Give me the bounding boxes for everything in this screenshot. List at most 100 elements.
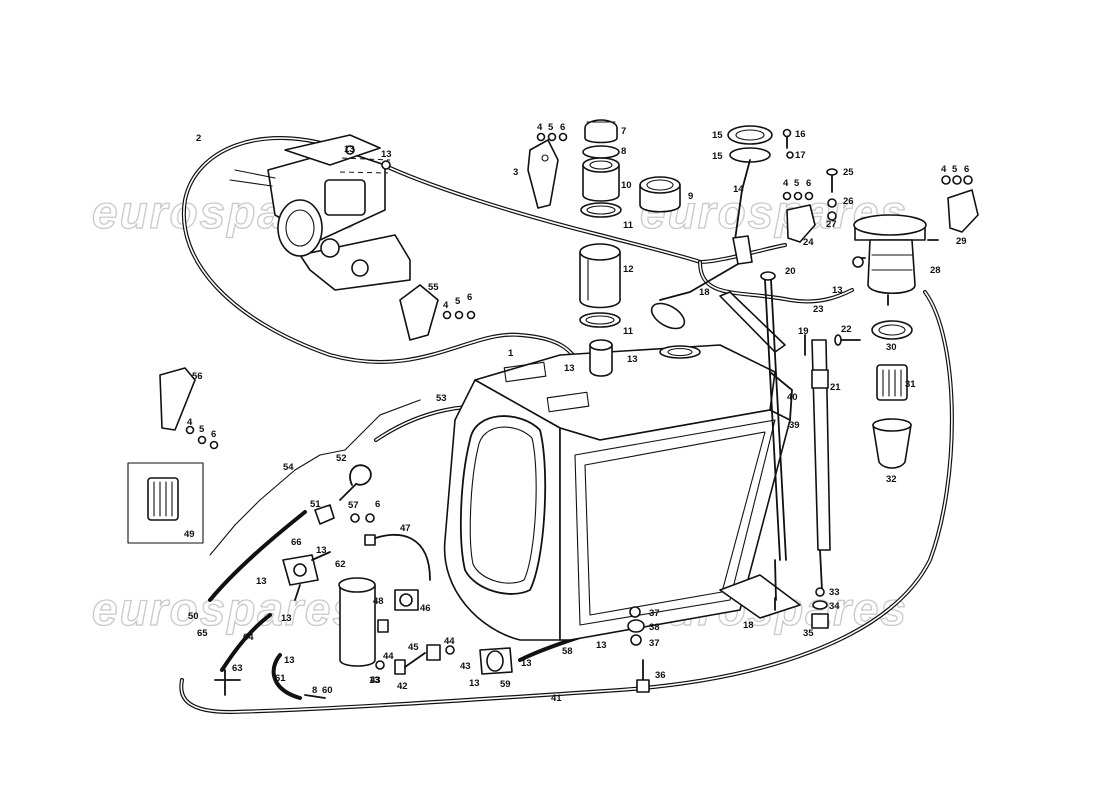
part-number-61: 61: [275, 673, 286, 684]
part-number-6: 6: [211, 429, 216, 440]
pipe-52-coil: [349, 464, 372, 486]
part-number-4: 4: [941, 164, 947, 175]
part-number-5: 5: [952, 164, 958, 175]
part-number-58: 58: [562, 646, 573, 657]
part-number-16: 16: [795, 129, 806, 140]
part-number-36: 36: [655, 670, 666, 681]
pipe-64: [220, 613, 272, 672]
part-labels: 1 2 3 4 5 6 7 8 9 10 11 11 12 13 13 13 1…: [184, 122, 969, 704]
part-number-1: 1: [508, 348, 514, 359]
part-number-43: 43: [460, 661, 471, 672]
part-number-39: 39: [789, 420, 800, 431]
part-number-28: 28: [930, 265, 941, 276]
part-number-18: 18: [743, 620, 754, 631]
part-number-8: 8: [312, 685, 317, 696]
part-number-27: 27: [826, 219, 837, 230]
part-number-48: 48: [373, 596, 384, 607]
part-number-6: 6: [560, 122, 565, 133]
part-number-13: 13: [627, 354, 638, 365]
part-number-13: 13: [381, 149, 392, 160]
part-number-13: 13: [256, 576, 267, 587]
part-number-13: 13: [469, 678, 480, 689]
part-number-55: 55: [428, 282, 439, 293]
part-number-38: 38: [649, 622, 660, 633]
part-number-66: 66: [291, 537, 302, 548]
part-number-41: 41: [551, 693, 562, 704]
part-number-14: 14: [733, 184, 744, 195]
part-number-43: 43: [370, 675, 381, 686]
part-number-13: 13: [369, 675, 380, 686]
part-number-2: 2: [196, 133, 201, 144]
part-number-32: 32: [886, 474, 897, 485]
part-number-4: 4: [187, 417, 193, 428]
part-number-62: 62: [335, 559, 346, 570]
part-number-56: 56: [192, 371, 203, 382]
tank-straps: [719, 271, 831, 601]
watermark-bottom-left: eurospares: [92, 583, 360, 635]
part-number-49: 49: [184, 529, 195, 540]
part-number-4: 4: [443, 300, 449, 311]
part-number-37: 37: [649, 608, 660, 619]
part-number-12: 12: [623, 264, 634, 275]
part-number-45: 45: [408, 642, 419, 653]
part-number-59: 59: [500, 679, 511, 690]
part-number-4: 4: [783, 178, 789, 189]
part-number-18: 18: [699, 287, 710, 298]
carburettor: [229, 134, 411, 291]
part-number-47: 47: [400, 523, 411, 534]
part-number-33: 33: [829, 587, 840, 598]
part-number-8: 8: [621, 146, 626, 157]
part-number-37: 37: [649, 638, 660, 649]
part-number-63: 63: [232, 663, 243, 674]
part-number-6: 6: [375, 499, 380, 510]
pipe-50: [208, 510, 307, 602]
part-number-13: 13: [832, 285, 843, 296]
part-number-11: 11: [623, 326, 634, 337]
part-number-42: 42: [397, 681, 408, 692]
filter-49-box: [127, 462, 204, 544]
part-number-5: 5: [794, 178, 800, 189]
part-number-13: 13: [596, 640, 607, 651]
part-number-40: 40: [787, 392, 798, 403]
part-number-5: 5: [548, 122, 554, 133]
hardware: [159, 119, 979, 699]
part-number-22: 22: [841, 324, 852, 335]
part-number-19: 19: [798, 326, 809, 337]
part-number-60: 60: [322, 685, 333, 696]
part-number-50: 50: [188, 611, 199, 622]
part-number-65: 65: [197, 628, 208, 639]
part-number-15: 15: [712, 151, 723, 162]
bracket-3: [527, 139, 559, 209]
part-number-29: 29: [956, 236, 967, 247]
part-number-64: 64: [243, 632, 254, 643]
part-number-31: 31: [905, 379, 916, 390]
part-number-17: 17: [795, 150, 806, 161]
part-number-13: 13: [564, 363, 575, 374]
part-number-3: 3: [513, 167, 518, 178]
part-number-9: 9: [688, 191, 693, 202]
part-number-13: 13: [316, 545, 327, 556]
leader-lines: [209, 399, 421, 556]
part-number-44: 44: [383, 651, 394, 662]
part-number-23: 23: [813, 304, 824, 315]
part-number-51: 51: [310, 499, 321, 510]
part-number-13: 13: [344, 144, 355, 155]
part-number-7: 7: [621, 126, 626, 137]
part-number-6: 6: [806, 178, 811, 189]
part-number-5: 5: [199, 424, 205, 435]
part-number-4: 4: [537, 122, 543, 133]
part-number-52: 52: [336, 453, 347, 464]
part-number-13: 13: [284, 655, 295, 666]
part-number-11: 11: [623, 220, 634, 231]
part-number-46: 46: [420, 603, 431, 614]
part-number-25: 25: [843, 167, 854, 178]
part-number-13: 13: [281, 613, 292, 624]
part-number-35: 35: [803, 628, 814, 639]
part-number-30: 30: [886, 342, 897, 353]
part-number-53: 53: [436, 393, 447, 404]
part-number-15: 15: [712, 130, 723, 141]
part-number-24: 24: [803, 237, 814, 248]
part-number-20: 20: [785, 266, 796, 277]
part-number-5: 5: [455, 296, 461, 307]
